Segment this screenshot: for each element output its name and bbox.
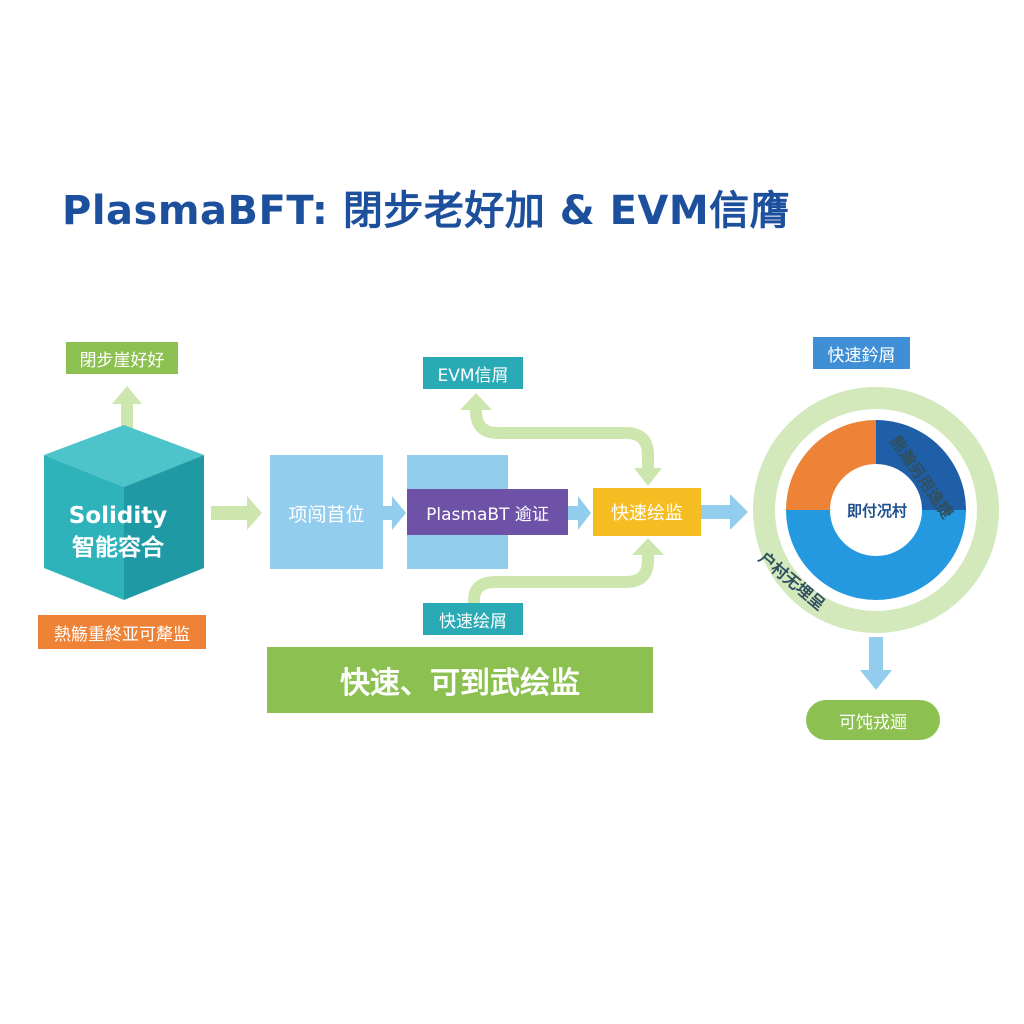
arrow-right-icon <box>568 496 591 530</box>
step-box-3-label: 快速绘监 <box>611 503 683 524</box>
cube-line-2: 智能容合 <box>72 535 164 561</box>
summary-banner: 快速、可到武绘监 <box>267 647 653 713</box>
outer-ring <box>753 387 999 633</box>
arrow-right-icon <box>701 494 748 530</box>
solidity-cube-label: Solidity 智能容合 <box>48 500 188 564</box>
step-box-1-label: 项闯苜位 <box>288 503 365 526</box>
compat-tag-bottom-left: 熱觞重終亚可犛监 <box>38 615 206 649</box>
cube-line-1: Solidity <box>68 503 168 529</box>
step-box-1-bg <box>270 455 383 569</box>
arrow-right-icon <box>383 496 406 530</box>
step-box-2-label: PlasmaBT 逾证 <box>426 504 549 525</box>
donut-center-label: 即付况村 <box>846 501 907 520</box>
curved-arrow-up-icon <box>468 538 664 604</box>
arrow-right-icon <box>211 496 262 530</box>
cube-icon <box>44 425 204 600</box>
fast-tag-top-right: 快速鈐屑 <box>813 337 910 369</box>
evm-tag: EVM信屑 <box>423 357 523 389</box>
result-pill: 可饨戎逦 <box>806 700 940 740</box>
arrow-down-icon <box>860 637 892 690</box>
sync-tag-top-left: 閉步崖好好 <box>66 342 178 374</box>
curved-arrow-up-icon <box>460 393 662 486</box>
fast-tag-bottom: 快速绘屑 <box>423 603 523 635</box>
page-title: PlasmaBFT: 閉步老好加 & EVM信膺 <box>62 188 791 234</box>
donut-hole <box>830 464 922 556</box>
step-box-3-bg <box>593 488 701 536</box>
step-box-2-band <box>407 489 568 535</box>
